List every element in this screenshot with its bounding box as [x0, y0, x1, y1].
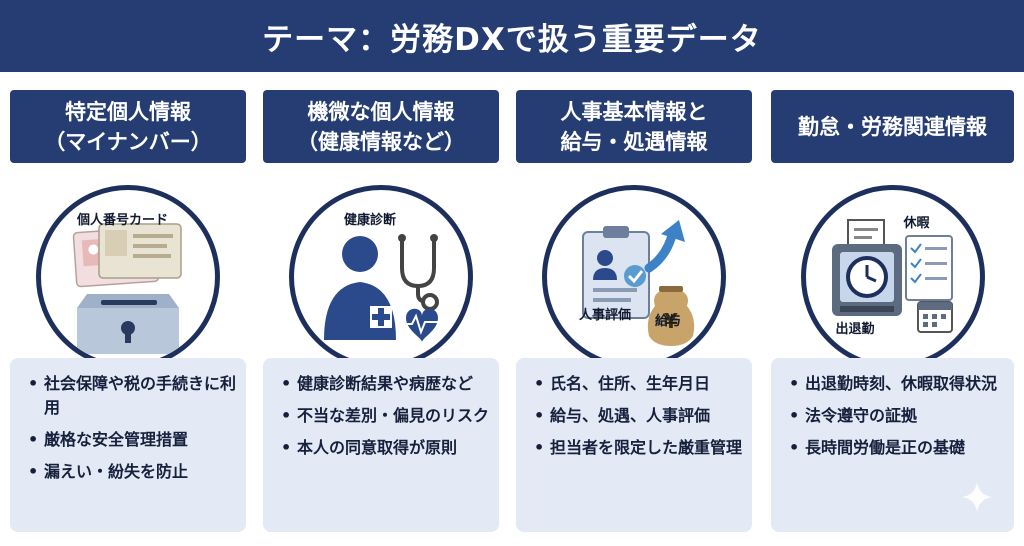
illustration-label-salary: 給与: [655, 314, 682, 329]
category-attendance: 勤怠・労務関連情報 休暇 出退: [771, 90, 1014, 536]
illustration-circle: 休暇 出退勤: [800, 185, 985, 369]
svg-text:¥: ¥: [664, 309, 678, 333]
category-hr-salary: 人事基本情報と 給与・処遇情報 ¥ 人事評価 給与 氏名、住所、生年月日 給与、…: [516, 90, 752, 536]
bullet-item: 法令遵守の証拠: [789, 404, 1004, 428]
category-header: 機微な個人情報 （健康情報など）: [263, 90, 499, 163]
category-sensitive-info: 機微な個人情報 （健康情報など） 健康診断 健康診断結果や病歴など 不当な差別・…: [263, 90, 499, 536]
category-header: 人事基本情報と 給与・処遇情報: [516, 90, 752, 163]
illustration-label-leave: 休暇: [903, 216, 930, 231]
bullet-item: 給与、処遇、人事評価: [534, 404, 742, 428]
sparkle-icon: [962, 482, 992, 512]
health-check-icon: [324, 234, 440, 342]
bullet-item: 本人の同意取得が原則: [281, 436, 489, 460]
illustration-label: 個人番号カード: [77, 213, 169, 228]
bullet-item: 健康診断結果や病歴など: [281, 372, 489, 396]
page-title: テーマ：労務DXで扱う重要データ: [0, 0, 1024, 72]
illustration-label-attendance: 出退勤: [835, 322, 875, 337]
bullet-item: 担当者を限定した厳重管理: [534, 436, 742, 460]
bullet-item: 氏名、住所、生年月日: [534, 372, 742, 396]
bullet-item: 厳格な安全管理措置: [28, 428, 236, 452]
header-line-1: 機微な個人情報: [307, 99, 455, 124]
header-line-2: （健康情報など）: [297, 129, 465, 154]
header-line-2: （マイナンバー）: [44, 129, 212, 154]
header-line-1: 人事基本情報と: [560, 99, 708, 124]
bullet-box: 氏名、住所、生年月日 給与、処遇、人事評価 担当者を限定した厳重管理: [516, 358, 752, 532]
illustration-circle: 健康診断: [289, 185, 473, 369]
bullet-item: 漏えい・紛失を防止: [28, 460, 236, 484]
category-header: 特定個人情報 （マイナンバー）: [10, 90, 246, 163]
header-line-1: 勤怠・労務関連情報: [798, 114, 987, 139]
header-line-2: 給与・処遇情報: [560, 129, 708, 154]
attendance-clock-icon: [831, 219, 953, 333]
bullet-box: 健康診断結果や病歴など 不当な差別・偏見のリスク 本人の同意取得が原則: [263, 358, 499, 532]
hr-evaluation-salary-icon: ¥: [582, 220, 695, 346]
id-card-ballot-box-icon: [72, 223, 182, 354]
bullet-item: 社会保障や税の手続きに利用: [28, 372, 236, 420]
bullet-box: 社会保障や税の手続きに利用 厳格な安全管理措置 漏えい・紛失を防止: [10, 358, 246, 532]
illustration-label: 健康診断: [344, 213, 397, 228]
header-line-1: 特定個人情報: [65, 99, 191, 124]
bullet-item: 長時間労働是正の基礎: [789, 436, 1004, 460]
illustration-circle: ¥ 人事評価 給与: [542, 185, 726, 369]
bullet-box: 出退勤時刻、休暇取得状況 法令遵守の証拠 長時間労働是正の基礎: [771, 358, 1014, 532]
bullet-item: 出退勤時刻、休暇取得状況: [789, 372, 1004, 396]
category-my-number: 特定個人情報 （マイナンバー） 個人番号カード 社会保障や税の手続きに利用 厳格…: [10, 90, 246, 536]
bullet-item: 不当な差別・偏見のリスク: [281, 404, 489, 428]
illustration-circle: 個人番号カード: [36, 185, 220, 369]
illustration-label-evaluation: 人事評価: [579, 308, 632, 323]
category-header: 勤怠・労務関連情報: [771, 90, 1014, 163]
